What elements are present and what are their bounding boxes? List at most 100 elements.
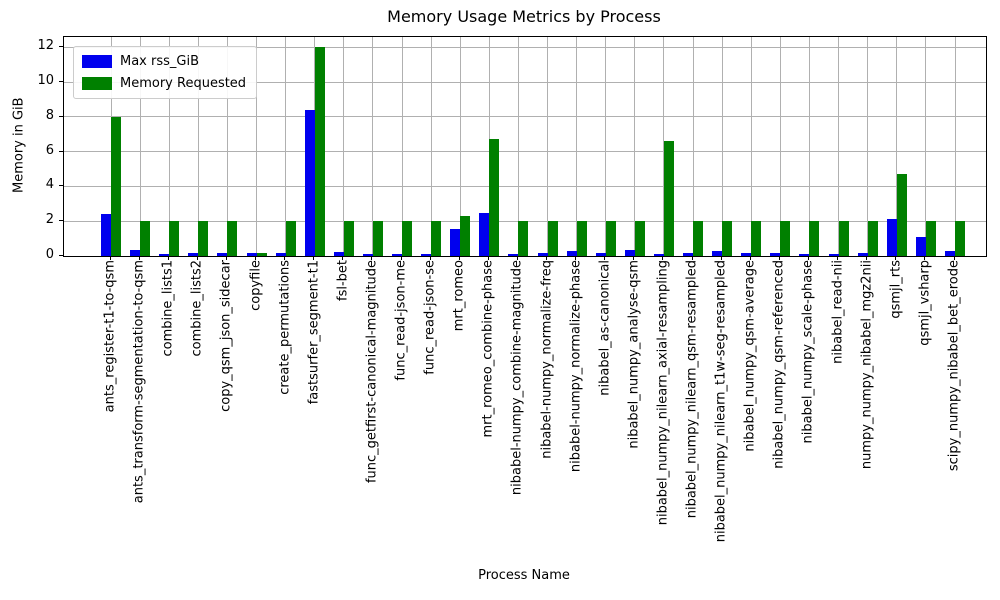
- v-gridline: [168, 37, 170, 256]
- x-tick-label: ants_register-t1-to-qsm: [102, 260, 118, 413]
- memory-requested-bar: [111, 116, 121, 256]
- x-tick-mark: [720, 256, 722, 260]
- h-gridline: [64, 185, 986, 187]
- memory-requested-bar: [314, 47, 325, 256]
- memory-requested-bar: [372, 221, 383, 256]
- x-tick-mark: [138, 256, 140, 260]
- y-tick-mark: [59, 81, 63, 83]
- x-tick-mark: [895, 256, 897, 260]
- memory-requested-bar: [431, 221, 442, 256]
- v-gridline: [343, 37, 345, 256]
- v-gridline: [256, 37, 258, 256]
- x-tick-mark: [342, 256, 344, 260]
- max-rss-bar: [392, 253, 403, 256]
- memory-requested-bar: [489, 138, 500, 256]
- memory-requested-bar: [547, 221, 558, 256]
- memory-requested-bar: [896, 174, 907, 256]
- x-tick-label: nibabel_numpy_nilearn_qsm-resampled: [684, 260, 700, 519]
- x-tick-label: func_read-json-me: [393, 260, 409, 381]
- v-gridline: [401, 37, 403, 256]
- v-gridline: [547, 37, 549, 256]
- y-tick-label: 0: [45, 247, 54, 262]
- memory-requested-bar: [809, 221, 820, 256]
- v-gridline: [226, 37, 228, 256]
- x-tick-label: nibabel_numpy_scale-phase: [800, 260, 816, 444]
- x-tick-mark: [778, 256, 780, 260]
- max-rss-bar: [537, 253, 548, 256]
- x-tick-label: nibabel_read-nii: [830, 260, 846, 364]
- memory-requested-bar: [605, 221, 616, 256]
- v-gridline: [838, 37, 840, 256]
- x-tick-mark: [662, 256, 664, 260]
- x-tick-label: func_getfirst-canonical-magnitude: [364, 260, 380, 484]
- max-rss-bar: [130, 249, 141, 256]
- v-gridline: [692, 37, 694, 256]
- legend-label-max-rss: Max rss_GiB: [120, 54, 200, 69]
- max-rss-bar: [712, 251, 723, 256]
- x-tick-mark: [691, 256, 693, 260]
- y-tick-mark: [59, 46, 63, 48]
- x-tick-label: combine_lists1: [160, 260, 176, 357]
- v-gridline: [285, 37, 287, 256]
- max-rss-bar: [275, 253, 286, 256]
- memory-requested-bar: [169, 221, 180, 256]
- x-tick-label: nibabel_numpy_nilearn_t1w-seg-resampled: [713, 260, 729, 543]
- x-tick-mark: [807, 256, 809, 260]
- x-tick-label: nibabel-numpy_combine-magnitude: [509, 260, 525, 496]
- chart-title: Memory Usage Metrics by Process: [387, 7, 661, 26]
- x-tick-label: nibabel_numpy_analyse-qsm: [626, 260, 642, 449]
- memory-requested-bar: [343, 221, 354, 256]
- x-tick-label: fsl-bet: [335, 260, 351, 301]
- memory-requested-bar: [576, 221, 587, 256]
- v-gridline: [867, 37, 869, 256]
- y-tick-label: 8: [45, 107, 54, 123]
- memory-requested-bar: [460, 216, 471, 256]
- memory-requested-bar: [751, 221, 762, 256]
- x-tick-label: numpy_numpy_nibabel_mgz2nii: [859, 260, 875, 470]
- memory-requested-bar: [838, 221, 849, 256]
- x-tick-label: func_read-json-se: [422, 260, 438, 375]
- h-gridline: [64, 116, 986, 118]
- memory-requested-bar: [634, 221, 645, 256]
- memory-requested-bar: [722, 221, 733, 256]
- x-tick-label: nibabel_numpy_qsm-average: [742, 260, 758, 452]
- legend-entry-max-rss: Max rss_GiB: [82, 54, 246, 69]
- x-tick-label: create_permutations: [277, 260, 293, 395]
- max-rss-bar: [857, 252, 868, 256]
- x-tick-mark: [633, 256, 635, 260]
- memory-requested-bar: [140, 221, 151, 256]
- y-tick-label: 10: [37, 73, 54, 89]
- max-rss-bar: [508, 253, 519, 256]
- x-tick-mark: [284, 256, 286, 260]
- h-gridline: [64, 151, 986, 153]
- v-gridline: [750, 37, 752, 256]
- memory-requested-bar: [925, 221, 936, 256]
- max-rss-bar: [653, 253, 664, 256]
- max-rss-bar: [362, 253, 373, 256]
- v-gridline: [634, 37, 636, 256]
- y-tick-label: 12: [37, 38, 54, 54]
- memory-requested-bar: [198, 221, 209, 256]
- v-gridline: [372, 37, 374, 256]
- memory-requested-bar: [780, 221, 791, 256]
- x-tick-mark: [749, 256, 751, 260]
- x-tick-mark: [458, 256, 460, 260]
- plot-area: Max rss_GiB Memory Requested: [63, 36, 987, 257]
- x-tick-mark: [255, 256, 257, 260]
- memory-requested-bar: [693, 221, 704, 256]
- x-tick-mark: [487, 256, 489, 260]
- x-tick-mark: [400, 256, 402, 260]
- x-tick-label: qsmjl_vsharp: [917, 260, 933, 346]
- y-tick-mark: [59, 115, 63, 117]
- x-tick-mark: [866, 256, 868, 260]
- legend-label-memory-requested: Memory Requested: [120, 76, 247, 91]
- x-tick-label: combine_lists2: [189, 260, 205, 357]
- max-rss-bar: [479, 213, 490, 256]
- x-tick-mark: [546, 256, 548, 260]
- x-tick-label: nibabel_numpy_nilearn_axial-resampling: [655, 260, 671, 526]
- max-rss-bar: [799, 253, 810, 256]
- max-rss-bar: [217, 253, 228, 256]
- x-tick-label: fastsurfer_segment-t1: [306, 260, 322, 405]
- x-tick-label: nibabel-numpy_normalize-freq: [539, 260, 555, 459]
